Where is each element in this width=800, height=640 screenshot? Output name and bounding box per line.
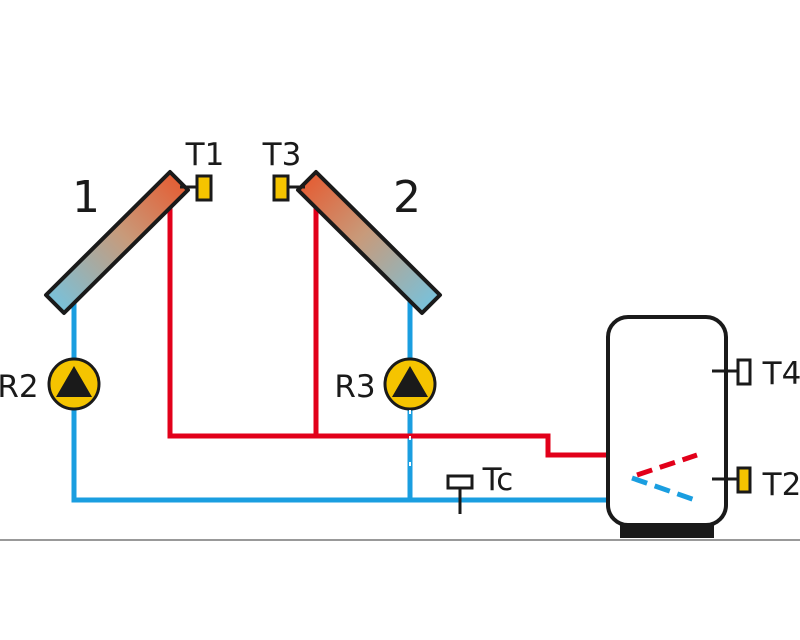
- pump-r3: [383, 357, 437, 411]
- pump-r2-label: R2: [0, 369, 39, 405]
- solar-collector-1: [44, 170, 190, 315]
- sensor-t2-label: T2: [762, 467, 800, 503]
- collector-2-number: 2: [393, 172, 421, 223]
- sensor-t4: [712, 358, 752, 386]
- hot-flow-piping: [167, 190, 672, 458]
- sensor-t2: [712, 466, 752, 494]
- sensor-t3-label: T3: [262, 137, 302, 173]
- sensor-t4-label: T4: [762, 356, 800, 392]
- solar-collector-2: [296, 170, 442, 315]
- sensor-t1: [180, 174, 213, 202]
- sensor-tc-label: Tc: [482, 462, 514, 498]
- pump-r3-label: R3: [334, 369, 375, 405]
- sensor-t1-label: T1: [185, 137, 225, 173]
- pump-r2: [47, 357, 101, 411]
- storage-tank: [606, 315, 728, 538]
- sensor-t3: [272, 174, 305, 202]
- heat-exchanger-coil: [631, 452, 698, 503]
- sensor-tc: [446, 474, 474, 514]
- collector-1-number: 1: [72, 172, 100, 223]
- cold-return-piping: [71, 298, 680, 503]
